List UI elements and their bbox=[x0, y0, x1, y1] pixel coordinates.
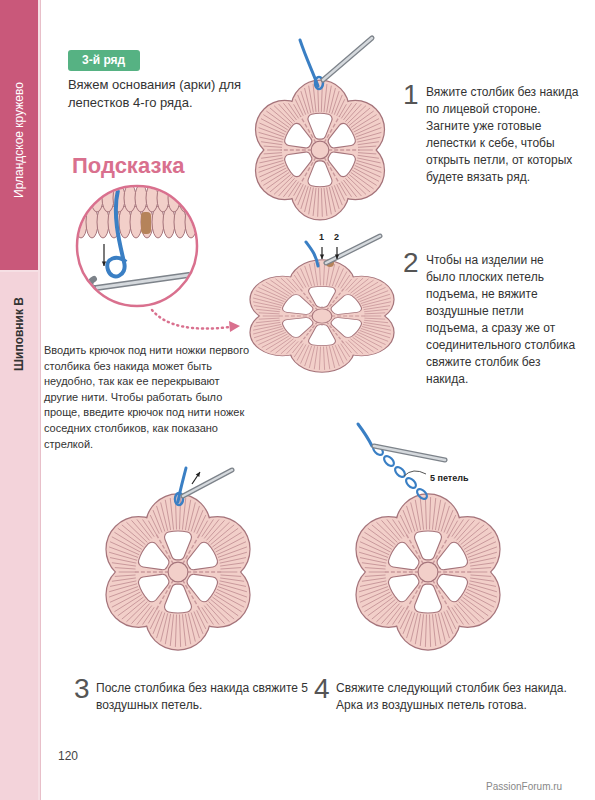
row-subtitle: Вяжем основания (арки) для лепестков 4-г… bbox=[68, 76, 246, 113]
row-tab: 3-й ряд bbox=[68, 50, 140, 71]
crochet-hook bbox=[374, 446, 445, 460]
crochet-hook bbox=[323, 38, 372, 80]
step-text: Чтобы на изделии не было плоских петель … bbox=[426, 252, 576, 388]
step-number: 4 bbox=[314, 674, 330, 705]
chapter-band: Шиповник В bbox=[0, 272, 38, 800]
direction-arrow bbox=[102, 244, 106, 266]
hint-heading: Подсказка bbox=[72, 154, 185, 178]
crochet-flower bbox=[251, 260, 394, 372]
hint-circle-border bbox=[77, 186, 197, 306]
page-number: 120 bbox=[58, 748, 78, 765]
chain-stitch bbox=[415, 487, 428, 500]
callout-number: 1 bbox=[319, 233, 324, 243]
band-title: Ирландское кружево bbox=[12, 82, 26, 198]
row-heading: 3-й ряд bbox=[82, 53, 126, 67]
pointer-arrow bbox=[152, 310, 230, 329]
direction-arrow bbox=[335, 247, 339, 259]
crochet-hook bbox=[183, 470, 232, 496]
direction-arrow bbox=[320, 247, 324, 259]
yarn bbox=[306, 242, 318, 266]
hint-detail bbox=[64, 184, 202, 288]
crochet-flower bbox=[256, 81, 384, 220]
step-text: Вяжите столбик без накида по лицевой сто… bbox=[426, 84, 581, 186]
callout-number: 2 bbox=[334, 233, 339, 243]
page-margin bbox=[0, 0, 40, 800]
step-text: Свяжите следующий столбик без накида. Ар… bbox=[336, 680, 568, 714]
margin-rule bbox=[40, 0, 41, 800]
crochet-flower bbox=[357, 494, 500, 649]
chain-stitch bbox=[382, 454, 395, 467]
step-number: 2 bbox=[403, 248, 419, 279]
band-title: Шиповник В bbox=[12, 297, 26, 371]
hint-text: Вводить крючок под нити ножки первого ст… bbox=[44, 343, 252, 452]
chain-stitch bbox=[393, 465, 406, 478]
leader-line bbox=[404, 471, 426, 476]
crochet-flower bbox=[107, 494, 250, 649]
direction-arrow bbox=[192, 472, 200, 484]
step-text: После столбика без накида свяжите 5 возд… bbox=[96, 680, 311, 714]
pointer-arrowhead bbox=[229, 321, 240, 332]
watermark: PassionForum.ru bbox=[486, 780, 562, 794]
dimension-label: 5 петель bbox=[430, 474, 469, 484]
step-number: 3 bbox=[74, 674, 90, 705]
step-number: 1 bbox=[403, 80, 419, 111]
section-band: Ирландское кружево bbox=[0, 0, 38, 270]
chain-stitch bbox=[404, 476, 417, 489]
yarn bbox=[358, 424, 372, 446]
